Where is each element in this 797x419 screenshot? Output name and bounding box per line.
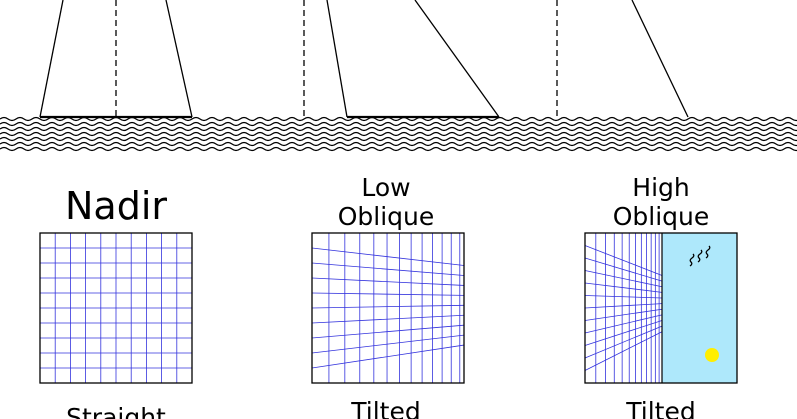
high-oblique-grid-line [584, 325, 663, 359]
high-oblique-grid-line [584, 303, 663, 309]
low-oblique-cone-near-edge [326, 0, 348, 118]
low-oblique-grid-line [311, 334, 465, 354]
nadir-cone-right-edge [165, 0, 193, 118]
high-oblique-grid-line [584, 270, 663, 288]
low-oblique-grid-line [311, 344, 465, 369]
high-oblique-caption: Tilted [625, 397, 695, 419]
ground-wave-line [0, 126, 797, 132]
low-oblique-photo-frame [311, 232, 465, 384]
high-oblique-grid-line [584, 314, 663, 334]
ground-wave-line [0, 131, 797, 137]
ground-wave-line [0, 141, 797, 147]
ground-wave-line [0, 136, 797, 142]
low-oblique-grid-line [311, 262, 465, 276]
low-oblique-grid-line [311, 314, 465, 324]
view-cones [39, 0, 689, 119]
low-oblique-title-line1: Low [361, 173, 410, 202]
nadir-photo-grid [40, 233, 192, 383]
ground-wave-pattern [0, 116, 797, 152]
high-oblique-grid-line [584, 295, 663, 299]
low-oblique-grid-line [311, 304, 465, 309]
sun-icon [705, 348, 719, 362]
high-oblique-cone-edge [631, 0, 689, 118]
high-oblique-grid-line [584, 320, 663, 346]
high-oblique-photo-grid [584, 233, 663, 383]
high-oblique-grid-line [584, 308, 663, 321]
ground-wave-line [0, 146, 797, 152]
low-oblique-title-line2: Oblique [338, 202, 435, 231]
nadir-cone-left-edge [39, 0, 64, 118]
high-oblique-title-line1: High [632, 173, 689, 202]
nadir-caption: Straight [66, 403, 166, 419]
birds-icon [689, 245, 711, 267]
low-oblique-grid-line [311, 247, 465, 266]
ground-wave-line [0, 121, 797, 127]
nadir-title: Nadir [65, 184, 167, 228]
high-oblique-title-line2: Oblique [613, 202, 710, 231]
nadir-photo-frame [39, 232, 193, 384]
low-oblique-grid-line [311, 324, 465, 339]
high-oblique-grid-line [584, 257, 663, 282]
high-oblique-grid-line [584, 245, 663, 276]
high-oblique-sky [662, 233, 737, 383]
low-oblique-photo-grid [311, 233, 465, 383]
low-oblique-caption: Tilted [350, 397, 420, 419]
low-oblique-grid-line [311, 277, 465, 286]
high-oblique-grid-line [584, 282, 663, 293]
high-oblique-photo-frame [584, 232, 738, 384]
low-oblique-cone-far-edge [414, 0, 500, 118]
high-oblique-grid-line [584, 331, 663, 371]
low-oblique-grid-line [311, 292, 465, 296]
